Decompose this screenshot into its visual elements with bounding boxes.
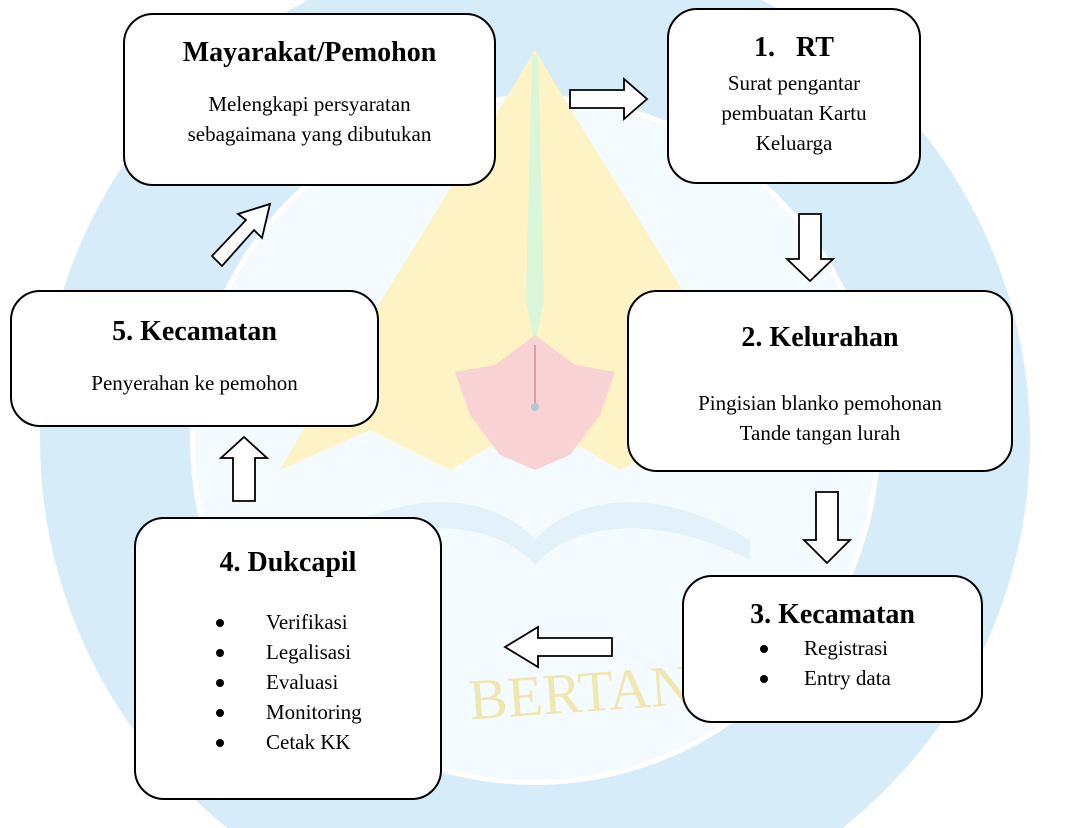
node-dukcapil: 4. Dukcapil Verifikasi Legalisasi Evalua… bbox=[134, 517, 442, 800]
node-text-line: Pingisian blanko pemohonan bbox=[698, 391, 942, 415]
bullet-item-label: Verifikasi bbox=[266, 610, 348, 634]
arrow-right-icon bbox=[569, 77, 649, 121]
node-text-line: Melengkapi persyaratan bbox=[208, 92, 411, 116]
arrow-down-icon bbox=[801, 491, 853, 565]
watermark-pen-dot bbox=[531, 403, 539, 411]
node-text-line: pembuatan Kartu bbox=[721, 101, 867, 125]
bullet-item: Registrasi bbox=[760, 633, 981, 663]
node-title: Mayarakat/Pemohon bbox=[182, 37, 437, 68]
node-text-line: Keluarga bbox=[755, 131, 833, 155]
bullet-item: Monitoring bbox=[216, 697, 440, 727]
node-kecamatan-5: 5. Kecamatan Penyerahan ke pemohon bbox=[10, 290, 379, 427]
node-rt: 1. RT Surat pengantar pembuatan Kartu Ke… bbox=[667, 8, 921, 184]
node-bullet-list: Verifikasi Legalisasi Evaluasi Monitorin… bbox=[216, 607, 440, 757]
bullet-item: Cetak KK bbox=[216, 727, 440, 757]
node-title: 5. Kecamatan bbox=[112, 316, 277, 347]
arrow-up-right-icon bbox=[210, 202, 272, 268]
bullet-item: Legalisasi bbox=[216, 637, 440, 667]
watermark-book bbox=[320, 502, 750, 565]
bullet-item: Evaluasi bbox=[216, 667, 440, 697]
bullet-item-label: Registrasi bbox=[804, 636, 888, 660]
bullet-item-label: Cetak KK bbox=[266, 730, 351, 754]
node-title: 4. Dukcapil bbox=[219, 547, 357, 578]
node-text-line: sebagaimana yang dibutukan bbox=[187, 122, 432, 146]
bullet-item-label: Evaluasi bbox=[266, 670, 339, 694]
node-text-line: Penyerahan ke pemohon bbox=[91, 371, 298, 395]
arrow-up-icon bbox=[218, 435, 270, 502]
node-title: 2. Kelurahan bbox=[741, 322, 899, 353]
bullet-item-label: Legalisasi bbox=[266, 640, 352, 664]
node-bullet-list: Registrasi Entry data bbox=[760, 633, 981, 693]
bullet-item-label: Monitoring bbox=[266, 700, 362, 724]
node-masyarakat-pemohon: Mayarakat/Pemohon Melengkapi persyaratan… bbox=[123, 13, 496, 186]
node-kelurahan: 2. Kelurahan Pingisian blanko pemohonan … bbox=[627, 290, 1013, 472]
watermark-green-pen bbox=[526, 55, 544, 345]
node-text-line: Tande tangan lurah bbox=[739, 421, 901, 445]
node-text-line: Surat pengantar bbox=[727, 71, 861, 95]
bullet-item-label: Entry data bbox=[804, 666, 891, 690]
arrow-down-icon bbox=[784, 213, 836, 283]
bullet-item: Entry data bbox=[760, 663, 981, 693]
arrow-left-icon bbox=[503, 625, 613, 669]
node-title: 3. Kecamatan bbox=[750, 599, 915, 630]
node-kecamatan-3: 3. Kecamatan Registrasi Entry data bbox=[682, 575, 983, 723]
node-title: 1. RT bbox=[754, 32, 834, 63]
bullet-item: Verifikasi bbox=[216, 607, 440, 637]
